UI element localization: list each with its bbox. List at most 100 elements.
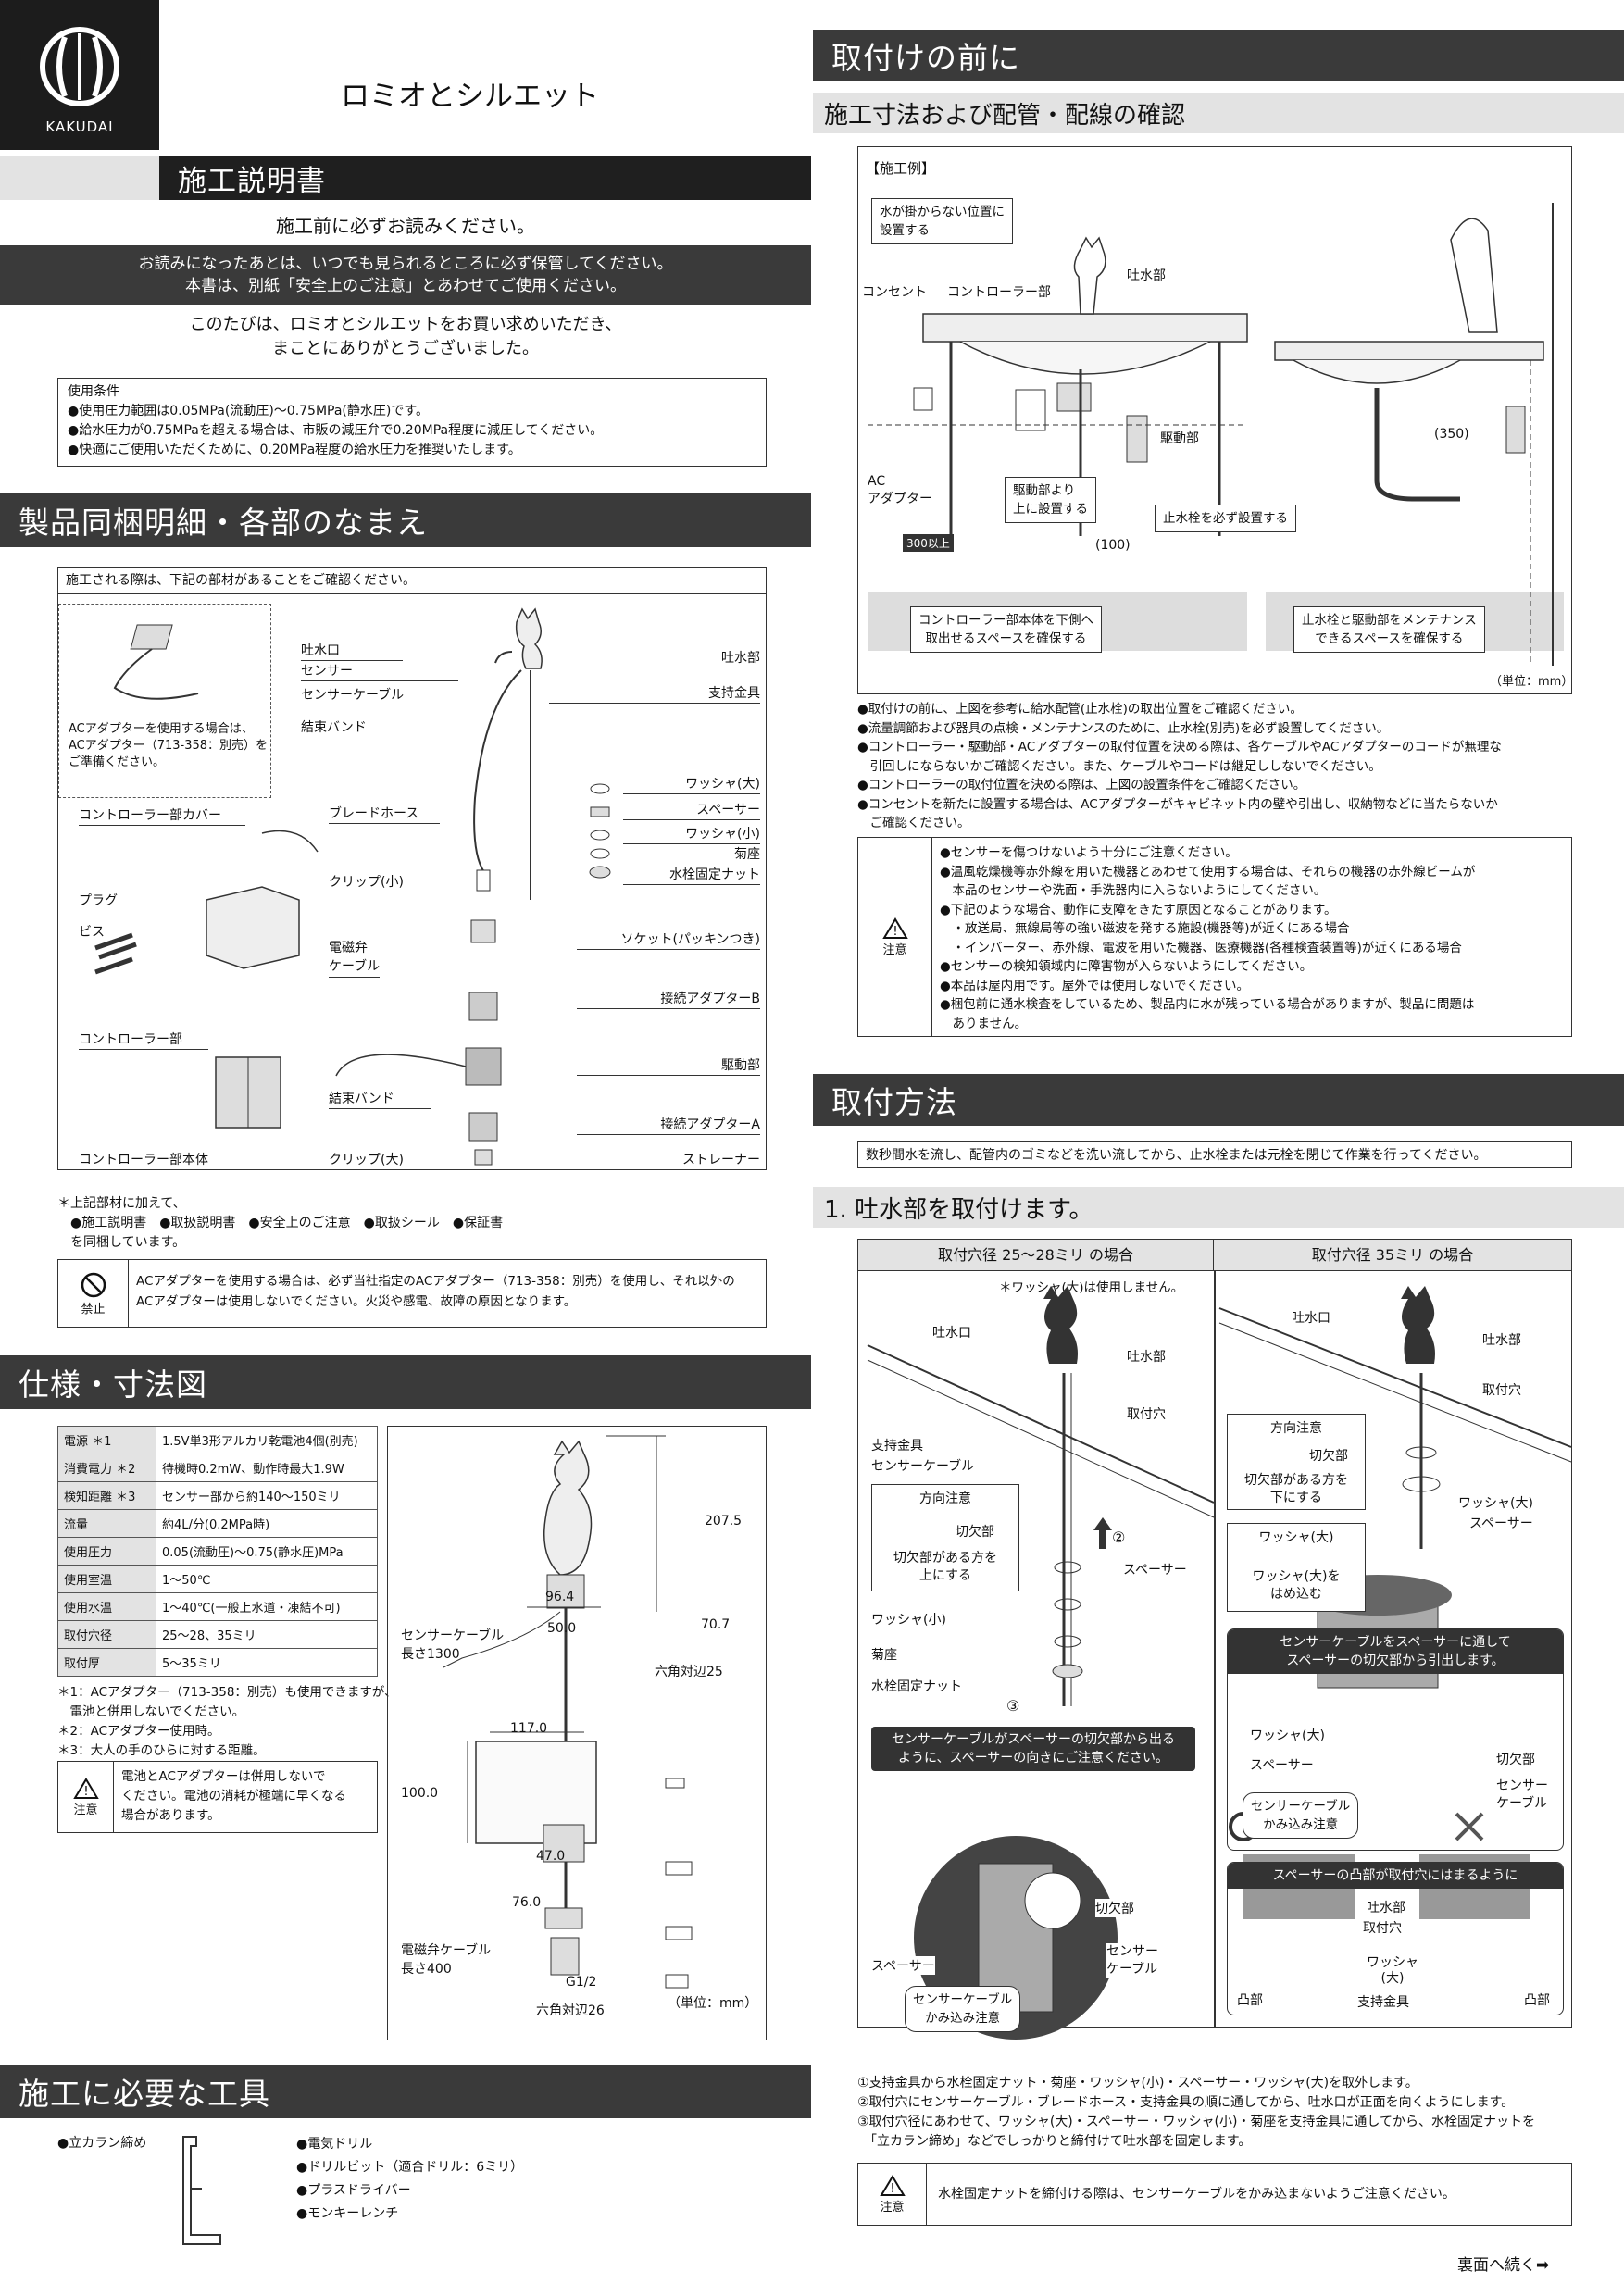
dark2-line: スペーサーの切欠部から引出します。	[1286, 1653, 1505, 1668]
label-drive-ex: 駆動部	[1160, 431, 1199, 446]
label-cover: コントローラー部カバー	[79, 805, 245, 826]
instruction: ②取付穴にセンサーケーブル・ブレードホース・支持金具の順に通してから、吐水口が正…	[857, 2095, 1515, 2110]
callout-space1: コントローラー部本体を下側へ取出せるスペースを確保する	[910, 606, 1102, 653]
caution-item: 本品のセンサーや洗面・手洗器内に入らないようにしてください。	[940, 883, 1327, 898]
parts-drawing	[94, 607, 611, 1166]
spec-value: 25～28、35ミリ	[156, 1620, 378, 1649]
r-dir: 方向注意	[1270, 1421, 1322, 1436]
thanks-line-2: まことにありがとうございました。	[272, 339, 539, 358]
svg-text:!: !	[893, 925, 897, 939]
dim-cable: センサーケーブル長さ1300	[401, 1627, 504, 1664]
label-nut: 水栓固定ナット	[623, 865, 760, 885]
r-fit: ワッシャ(大)をはめ込む	[1228, 1568, 1365, 1603]
d2-cable-line: ケーブル	[1496, 1796, 1548, 1811]
d1-spacer: スペーサー	[871, 1956, 935, 1975]
prohibit-text: ACアダプターを使用する場合は、必ず当社指定のACアダプター（713-358：別…	[129, 1260, 743, 1327]
l-kikuza: 菊座	[871, 1648, 897, 1663]
step1-instructions: ①支持金具から水栓固定ナット・菊座・ワッシャ(小)・スペーサー・ワッシャ(大)を…	[857, 2074, 1535, 2152]
kakudai-logo-icon	[40, 27, 119, 106]
dim-100: 100.0	[401, 1786, 439, 1801]
spec-caution-text: 電池とACアダプターは併用しないで ください。電池の消耗が極端に早くなる 場合が…	[114, 1762, 354, 1832]
callout-line: 上に設置する	[1013, 502, 1088, 517]
spec-value: 0.05(流動圧)～0.75(静水圧)MPa	[156, 1537, 378, 1566]
bullet: ●コントローラー・駆動部・ACアダプターの取付位置を決める際は、各ケーブルやAC…	[857, 740, 1502, 755]
label-spout: 吐水部	[549, 648, 760, 668]
dark2-line: センサーケーブルをスペーサーに通して	[1280, 1635, 1511, 1650]
spec-key: 使用圧力	[57, 1537, 156, 1566]
label-tie2: 結束バンド	[329, 1089, 431, 1109]
d3-spout: 吐水部	[1367, 1898, 1405, 1916]
label-sensor-cable: センサーケーブル	[301, 685, 440, 705]
conditions-box: 使用条件 ●使用圧力範囲は0.05MPa(流動圧)～0.75MPa(静水圧)です…	[57, 378, 767, 467]
valve-cable-line: ケーブル	[329, 957, 381, 978]
faucet-wrench-icon	[182, 2136, 221, 2245]
pinch-line: かみ込み注意	[1263, 1817, 1339, 1832]
bullet: ●コントローラーの取付位置を決める際は、上図の設置条件をご確認ください。	[857, 778, 1306, 792]
dim-g12: G1/2	[566, 1975, 597, 1990]
notch-up-line: 切欠部がある方を	[893, 1551, 997, 1566]
detail2-box: センサーケーブルをスペーサーに通してスペーサーの切欠部から引出します。 ワッシャ…	[1227, 1628, 1564, 1851]
ac-line: アダプター	[868, 492, 932, 506]
d2-pinch: センサーケーブルかみ込み注意	[1243, 1792, 1359, 1839]
dark-callout-1: センサーケーブルがスペーサーの切欠部から出るように、スペーサーの向きにご注意くだ…	[871, 1727, 1195, 1771]
d2-cable-line: センサー	[1496, 1778, 1548, 1793]
caution-icon-label: 注意	[882, 942, 907, 957]
callout-line: できるスペースを確保する	[1315, 631, 1464, 646]
step1-caution-text: 水栓固定ナットを締付ける際は、センサーケーブルをかみ込まないようご注意ください。	[938, 2187, 1455, 2202]
spec-row: 流量約4L/分(0.2MPa時)	[57, 1509, 378, 1538]
spec-note: ＊1：ACアダプター（713-358：別売）も使用できますが、	[57, 1685, 397, 1700]
r-washer-l: ワッシャ(大)	[1458, 1496, 1533, 1511]
dim-vcable-line: 長さ400	[401, 1962, 452, 1977]
label-kikuza: 菊座	[734, 847, 760, 862]
manual-title-text: 施工説明書	[178, 164, 326, 198]
spec-value: 1～50℃	[156, 1565, 378, 1593]
dim-300: 300以上	[903, 534, 954, 552]
l-cable: センサーケーブル	[871, 1459, 975, 1474]
label-washer-l: ワッシャ(大)	[623, 774, 760, 794]
bullet: ●取付けの前に、上図を参考に給水配管(止水栓)の取出位置をご確認ください。	[857, 702, 1303, 717]
dim-76: 76.0	[512, 1895, 542, 1910]
spec-value: 1.5V単3形アルカリ乾電池4個(別売)	[156, 1426, 378, 1454]
spec-value: センサー部から約140～150ミリ	[156, 1481, 378, 1510]
spec-value: 約4L/分(0.2MPa時)	[156, 1509, 378, 1538]
caution-item: ●下記のような場合、動作に支障をきたす原因となることがあります。	[940, 902, 1337, 917]
svg-text:!: !	[83, 1785, 88, 1799]
also-line: ●施工説明書 ●取扱説明書 ●安全上のご注意 ●取扱シール ●保証書	[70, 1216, 504, 1230]
label-socket: ソケット(パッキンつき)	[577, 930, 760, 950]
d1-notch: 切欠部	[1095, 1899, 1134, 1917]
callout-line: コントローラー部本体を下側へ	[918, 613, 1093, 628]
label-spout-ex: 吐水部	[1127, 268, 1166, 283]
spec-key: 取付厚	[57, 1648, 156, 1677]
also-line: を同梱しています。	[70, 1235, 186, 1250]
tool-item: ●ドリルビット（適合ドリル：6ミリ）	[296, 2160, 524, 2175]
spec-key: 使用室温	[57, 1565, 156, 1593]
section-spec-header: 仕様・寸法図	[0, 1355, 811, 1409]
callout-line: 水が掛からない位置に	[880, 205, 1005, 219]
l-spacer: スペーサー	[1123, 1563, 1187, 1578]
spec-caution-line: 電池とACアダプターは併用しないで	[121, 1769, 326, 1784]
caution-icon: !	[72, 1777, 99, 1799]
dim-50: 50.0	[547, 1621, 577, 1636]
r-notch: 切欠部	[1309, 1449, 1348, 1464]
l-notch-up: 切欠部がある方を上にする	[872, 1550, 1018, 1585]
also-line: ＊上記部材に加えて、	[57, 1196, 186, 1211]
label-clip-s: クリップ(小)	[329, 872, 431, 892]
tool-item: ●立カラン締め	[57, 2136, 147, 2151]
section-method-title: 取付方法	[831, 1084, 957, 1120]
spec-value: 待機時0.2mW、動作時最大1.9W	[156, 1454, 378, 1482]
col1-header: 取付穴径 25～28ミリ の場合	[858, 1240, 1214, 1271]
section-tools-header: 施工に必要な工具	[0, 2065, 811, 2118]
col-divider	[1214, 1271, 1216, 2027]
condition-item: ●使用圧力範囲は0.05MPa(流動圧)～0.75MPa(静水圧)です。	[68, 404, 429, 418]
prohibit-icon	[81, 1272, 106, 1297]
callout-line: 止水栓を必ず設置する	[1163, 511, 1288, 526]
step1-panel: 取付穴径 25～28ミリ の場合 取付穴径 35ミリ の場合 ＊ワッシャ(大)は…	[857, 1239, 1572, 2040]
dim-vcable: 電磁弁ケーブル長さ400	[401, 1941, 491, 1978]
svg-text:!: !	[890, 2182, 894, 2196]
flush-notice: 数秒間水を流し、配管内のゴミなどを洗い流してから、止水栓または元栓を閉じて作業を…	[857, 1141, 1572, 1168]
callout-above: 駆動部より上に設置する	[1005, 477, 1096, 523]
parts-intro-text: 施工される際は、下記の部材があることをご確認ください。	[66, 573, 416, 588]
